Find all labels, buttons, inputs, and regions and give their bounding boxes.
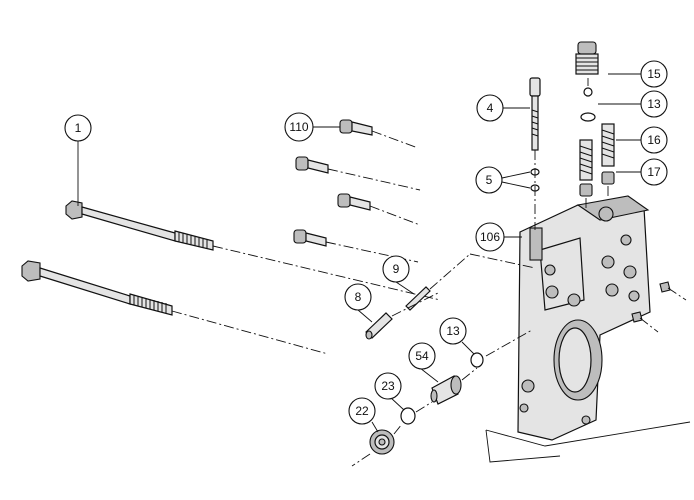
long-bolt-upper (65, 200, 214, 251)
callout-9-label: 9 (393, 262, 400, 276)
callout-9: 9 (382, 255, 410, 283)
cap-screw-4 (293, 229, 327, 247)
pin-part-9 (405, 286, 431, 311)
callout-16-label: 16 (647, 133, 661, 147)
callout-22: 22 (348, 397, 376, 425)
callout-17-label: 17 (647, 165, 661, 179)
callout-54-label: 54 (415, 349, 429, 363)
callout-4: 4 (476, 94, 504, 122)
plug-part-22 (369, 429, 395, 455)
callout-5: 5 (475, 166, 503, 194)
callout-4-label: 4 (487, 101, 494, 115)
spring-part-16-right (601, 123, 615, 167)
ball-part-15 (583, 87, 593, 97)
callout-17: 17 (640, 158, 668, 186)
callout-16: 16 (640, 126, 668, 154)
oring-part-13-upper (580, 112, 596, 122)
side-screw-1 (659, 281, 671, 293)
callout-8: 8 (344, 283, 372, 311)
seat-part-17-right (601, 171, 615, 185)
callout-5-label: 5 (486, 173, 493, 187)
callout-15: 15 (640, 60, 668, 88)
callout-13-upper: 13 (640, 90, 668, 118)
cap-screw-3 (337, 193, 371, 211)
callout-13-upper-label: 13 (647, 97, 661, 111)
callout-54: 54 (408, 342, 436, 370)
rod-part-4 (529, 77, 541, 151)
callout-23: 23 (374, 372, 402, 400)
callout-23-label: 23 (381, 379, 395, 393)
seat-part-17-left (579, 183, 593, 197)
side-screw-2 (631, 311, 643, 323)
callout-13-lower: 13 (439, 317, 467, 345)
oring-part-13-lower (470, 352, 484, 368)
oring-part-5-upper (530, 168, 540, 176)
callout-22-label: 22 (355, 404, 369, 418)
cap-screw-1 (339, 119, 373, 136)
oring-part-5-lower (530, 184, 540, 192)
callout-13-lower-label: 13 (446, 324, 460, 338)
cap-screw-2 (295, 156, 329, 174)
callout-8-label: 8 (355, 290, 362, 304)
callout-106: 106 (475, 222, 505, 252)
check-valve-part-54 (430, 375, 462, 405)
spring-part-16-left (579, 139, 593, 181)
callout-106-label: 106 (480, 230, 500, 244)
manifold-body (517, 195, 651, 441)
oring-part-23 (400, 407, 416, 425)
long-bolt-lower (21, 260, 173, 316)
callout-1-label: 1 (75, 121, 82, 135)
callout-110-label: 110 (289, 120, 308, 134)
pin-part-8 (365, 312, 393, 340)
callout-110: 110 (284, 112, 314, 142)
callout-1: 1 (64, 114, 92, 142)
valve-cap (575, 41, 599, 75)
callout-15-label: 15 (647, 67, 661, 81)
